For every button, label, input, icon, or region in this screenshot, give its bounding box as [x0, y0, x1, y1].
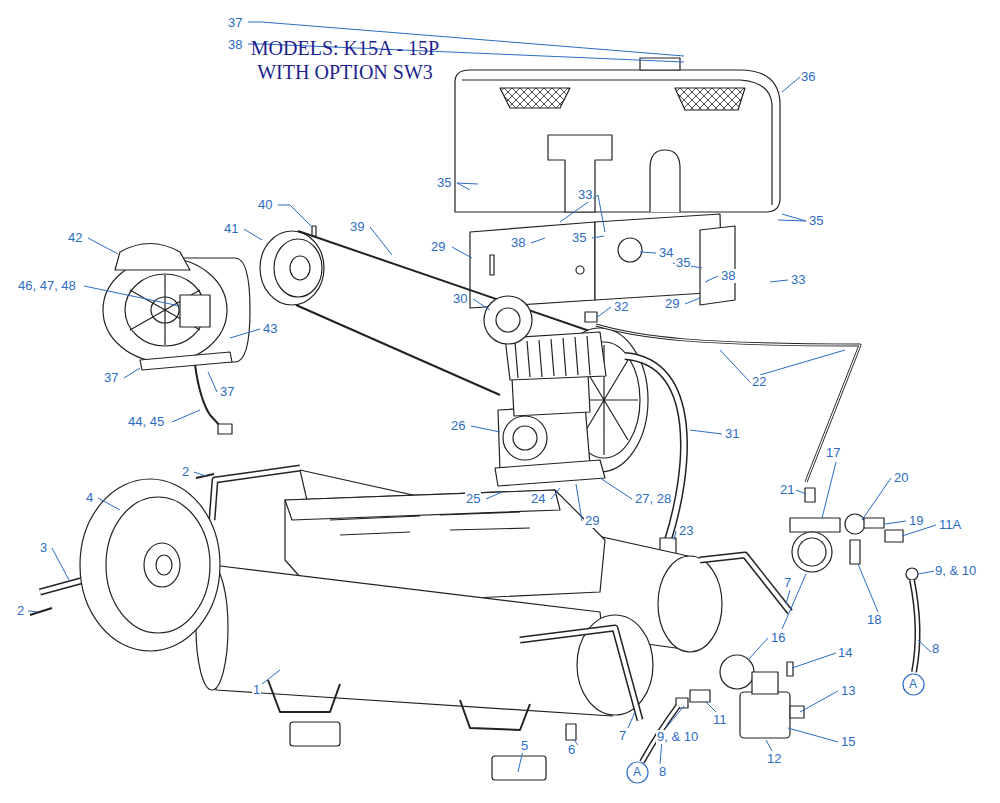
callout-number: 11A	[938, 518, 962, 532]
callout-number: 21	[779, 483, 795, 497]
callout-number: 39	[349, 220, 365, 234]
callout-number: 37	[219, 385, 235, 399]
callout-number: 35	[808, 214, 824, 228]
callout-number: 9, & 10	[656, 730, 699, 744]
connection-circle: A	[626, 761, 649, 784]
callout-number: 43	[262, 322, 278, 336]
callout-number: 22	[751, 375, 767, 389]
callout-number: 2	[181, 465, 190, 479]
callout-number: 42	[67, 231, 83, 245]
connection-letter: A	[902, 673, 925, 696]
connection-letter: A	[626, 761, 649, 784]
callout-number: 12	[766, 752, 782, 766]
callout-number: 34	[658, 246, 674, 260]
callout-number: 19	[908, 514, 924, 528]
callout-number: 8	[931, 642, 940, 656]
callout-number: 30	[452, 292, 468, 306]
callout-number: 38	[227, 38, 243, 52]
callout-number: 9, & 10	[934, 564, 977, 578]
callout-number: 38	[510, 236, 526, 250]
diagram-title: MODELS: K15A - 15P WITH OPTION SW3	[225, 36, 465, 84]
callout-number: 35	[571, 231, 587, 245]
callout-number: 16	[770, 631, 786, 645]
callout-number: 5	[520, 739, 529, 753]
callout-number: 4	[85, 491, 94, 505]
callout-number: 14	[837, 646, 853, 660]
callout-number: 37	[227, 16, 243, 30]
callout-number: 41	[223, 222, 239, 236]
callout-number: 7	[618, 729, 627, 743]
callout-number: 31	[724, 427, 740, 441]
callout-number: 11	[712, 713, 728, 727]
callout-number: 13	[840, 684, 856, 698]
callout-number: 2	[16, 604, 25, 618]
callout-number: 40	[257, 198, 273, 212]
callout-number: 27, 28	[634, 492, 672, 506]
connection-circle: A	[902, 673, 925, 696]
callout-number: 33	[577, 188, 593, 202]
callout-number: 3	[39, 541, 48, 555]
callout-number: 1	[252, 683, 261, 697]
callout-number: 15	[840, 735, 856, 749]
callout-number: 17	[825, 446, 841, 460]
callout-number: 6	[567, 743, 576, 757]
callout-number: 20	[893, 471, 909, 485]
callout-number: 8	[658, 765, 667, 779]
callout-number: 18	[866, 613, 882, 627]
callout-number: 23	[678, 524, 694, 538]
callout-number: 35	[675, 256, 691, 270]
callout-number: 24	[530, 492, 546, 506]
callout-number: 33	[790, 273, 806, 287]
callout-number: 26	[450, 419, 466, 433]
callout-number: 37	[103, 371, 119, 385]
callout-number: 29	[430, 240, 446, 254]
callout-number: 29	[664, 297, 680, 311]
callout-number: 35	[436, 176, 452, 190]
callout-number: 25	[465, 492, 481, 506]
callout-number: 29	[584, 514, 600, 528]
callout-number: 44, 45	[127, 415, 165, 429]
callout-number: 7	[783, 576, 792, 590]
callout-number: 36	[800, 70, 816, 84]
callout-number: 38	[720, 269, 736, 283]
callout-number: 46, 47, 48	[17, 279, 77, 293]
callout-number: 32	[613, 300, 629, 314]
